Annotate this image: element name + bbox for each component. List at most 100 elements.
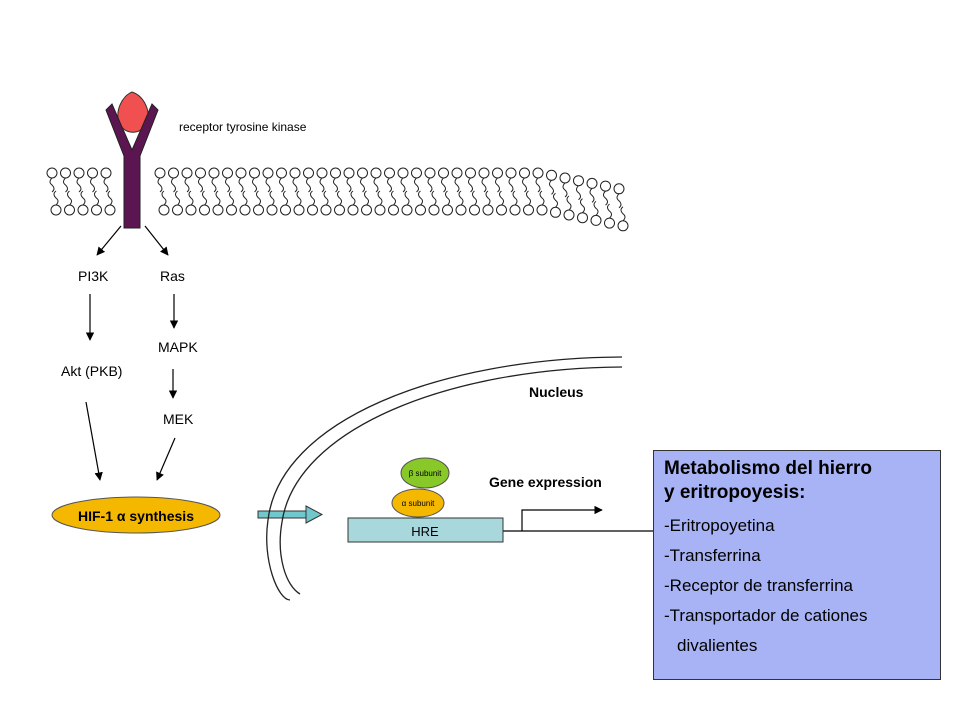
cell-membrane xyxy=(46,167,629,232)
phospholipid xyxy=(293,190,305,216)
phospholipid xyxy=(492,167,503,193)
phospholipid xyxy=(519,167,530,193)
info-item-continuation: divalientes xyxy=(677,636,758,655)
phospholipid xyxy=(536,190,548,216)
phospholipid xyxy=(523,190,534,216)
phospholipid xyxy=(370,167,382,193)
phospholipid xyxy=(154,167,166,193)
phospholipid xyxy=(415,190,426,216)
phospholipid xyxy=(532,167,544,193)
phospholipid xyxy=(87,167,98,193)
phospholipid xyxy=(438,167,449,193)
nuclear-envelope-outer xyxy=(266,356,623,601)
receptor-tyrosine-kinase xyxy=(105,91,159,229)
phospholipid xyxy=(401,190,413,216)
info-box: Metabolismo del hierro y eritropoyesis: … xyxy=(653,450,941,680)
phospholipid xyxy=(212,190,224,216)
arrow-receptor-ras xyxy=(144,225,169,256)
phospholipid xyxy=(428,190,440,216)
phospholipid xyxy=(158,190,170,216)
phospholipid xyxy=(600,180,611,206)
phospholipid xyxy=(550,192,561,218)
phospholipid xyxy=(73,167,85,193)
alpha-subunit-label: α subunit xyxy=(402,499,435,508)
phospholipid xyxy=(239,190,251,216)
phospholipid xyxy=(577,198,588,224)
phospholipid xyxy=(505,167,517,193)
translocation-arrow xyxy=(257,505,324,524)
info-title-line1: Metabolismo del hierro xyxy=(664,458,872,479)
phospholipid xyxy=(590,201,602,226)
phospholipid xyxy=(384,167,395,193)
phospholipid xyxy=(222,167,233,193)
info-item: -Transferrina xyxy=(664,546,761,565)
nuclear-envelope-inner xyxy=(279,366,623,595)
phospholipid xyxy=(334,190,345,216)
phospholipid xyxy=(226,190,237,216)
hre-box xyxy=(347,517,504,543)
hif-synthesis-oval xyxy=(51,496,221,534)
phospholipid xyxy=(307,190,318,216)
hif-synthesis-label: HIF-1 α synthesis xyxy=(78,508,194,524)
phospholipid xyxy=(77,190,89,216)
phospholipid xyxy=(424,167,436,193)
phospholipid xyxy=(347,190,359,216)
phospholipid xyxy=(546,169,557,195)
phospholipid xyxy=(91,190,102,216)
phospholipid xyxy=(172,190,183,216)
phospholipid xyxy=(320,190,332,216)
phospholipid xyxy=(397,167,409,193)
nucleus-label: Nucleus xyxy=(529,384,584,400)
arrow-receptor-pi3k xyxy=(96,225,122,256)
phospholipid xyxy=(604,203,615,229)
phospholipid xyxy=(235,167,247,193)
mek-label: MEK xyxy=(163,411,194,427)
phospholipid xyxy=(469,190,480,216)
phospholipid xyxy=(60,167,71,193)
phospholipid xyxy=(199,190,210,216)
phospholipid xyxy=(185,190,197,216)
beta-subunit-label: β subunit xyxy=(409,469,442,478)
phospholipid xyxy=(563,195,575,221)
phospholipid xyxy=(64,190,75,216)
arrow-mek-hif xyxy=(156,437,176,481)
hre-label: HRE xyxy=(411,524,439,539)
phospholipid xyxy=(361,190,372,216)
phospholipid xyxy=(195,167,206,193)
phospholipid xyxy=(573,175,584,201)
phospholipid xyxy=(104,190,116,216)
receptor xyxy=(105,103,159,229)
phospholipid xyxy=(509,190,521,216)
info-item: -Receptor de transferrina xyxy=(664,576,853,595)
phospholipid xyxy=(411,167,422,193)
phospholipid xyxy=(253,190,264,216)
info-item: -Transportador de cationes xyxy=(664,606,868,625)
phospholipid xyxy=(586,177,598,203)
phospholipid xyxy=(50,190,62,216)
phospholipid xyxy=(357,167,368,193)
phospholipid xyxy=(465,167,476,193)
phospholipid xyxy=(280,190,291,216)
phospholipid xyxy=(181,167,193,193)
phospholipid xyxy=(388,190,399,216)
mapk-label: MAPK xyxy=(158,339,198,355)
phospholipid xyxy=(262,167,274,193)
phospholipid xyxy=(330,167,341,193)
akt-label: Akt (PKB) xyxy=(61,363,122,379)
phospholipid xyxy=(168,167,179,193)
ligand xyxy=(117,91,149,133)
phospholipid xyxy=(343,167,355,193)
phospholipid xyxy=(303,167,314,193)
phospholipid xyxy=(289,167,301,193)
beta-subunit xyxy=(400,457,450,489)
phospholipid xyxy=(100,167,112,193)
pi3k-label: PI3K xyxy=(78,268,109,284)
phospholipid xyxy=(249,167,260,193)
phospholipid xyxy=(617,206,629,232)
phospholipid xyxy=(266,190,278,216)
phospholipid xyxy=(559,172,571,198)
phospholipid xyxy=(482,190,494,216)
phospholipid xyxy=(276,167,287,193)
phospholipid xyxy=(455,190,467,216)
info-box-title: Metabolismo del hierro y eritropoyesis: xyxy=(664,457,930,505)
